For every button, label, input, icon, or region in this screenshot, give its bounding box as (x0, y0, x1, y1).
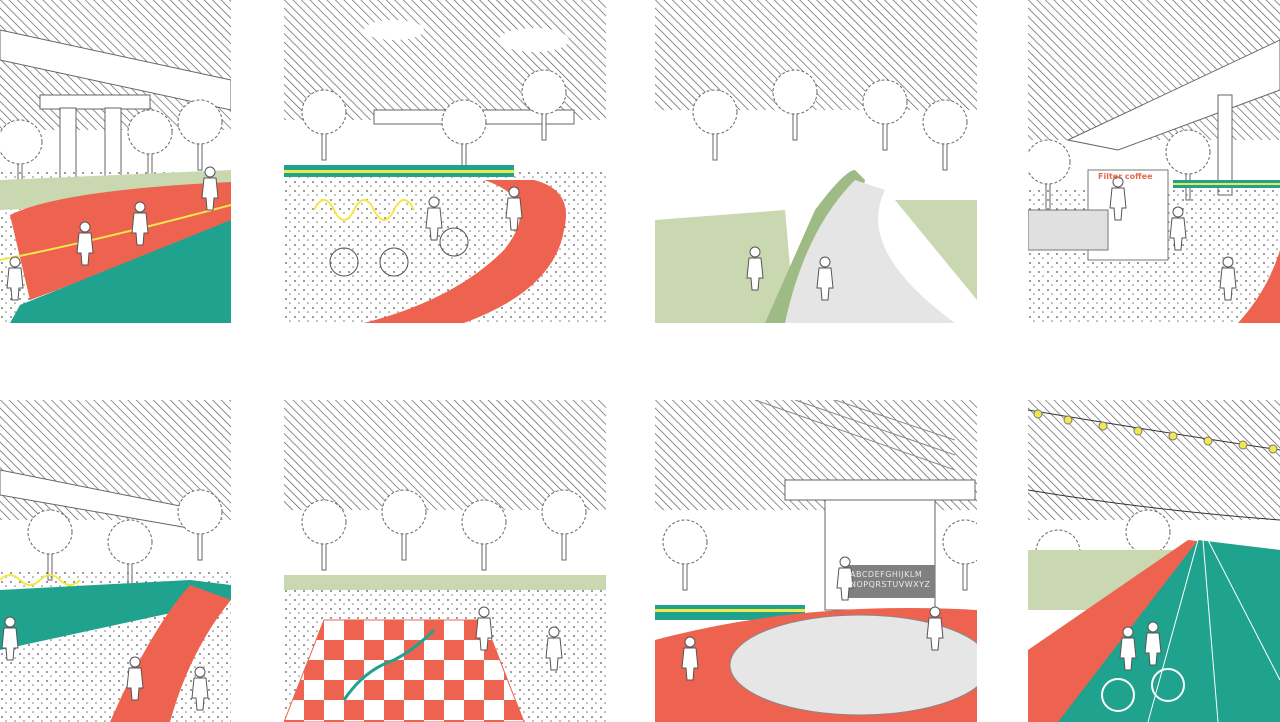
illustration-panel-outdoor-classroom: ABCDEFGHIJKLM NOPQRSTUVWXYZ (655, 400, 977, 722)
illustration-panel-underpass-track (0, 0, 231, 323)
illustration-panel-running-track (0, 400, 231, 722)
illustration-panel-park-walk (655, 0, 977, 323)
illustration-panel-bike-path (284, 0, 606, 323)
alphabet-board: ABCDEFGHIJKLM NOPQRSTUVWXYZ (850, 570, 931, 590)
illustration-panel-coffee-kiosk: Filter coffee (1028, 0, 1280, 323)
illustration-panel-festoon-lights-track (1028, 400, 1280, 722)
alphabet-line-1: ABCDEFGHIJKLM (850, 570, 923, 579)
kiosk-sign: Filter coffee (1098, 172, 1153, 181)
alphabet-line-2: NOPQRSTUVWXYZ (850, 580, 931, 589)
illustration-panel-snakes-and-ladders (284, 400, 606, 722)
